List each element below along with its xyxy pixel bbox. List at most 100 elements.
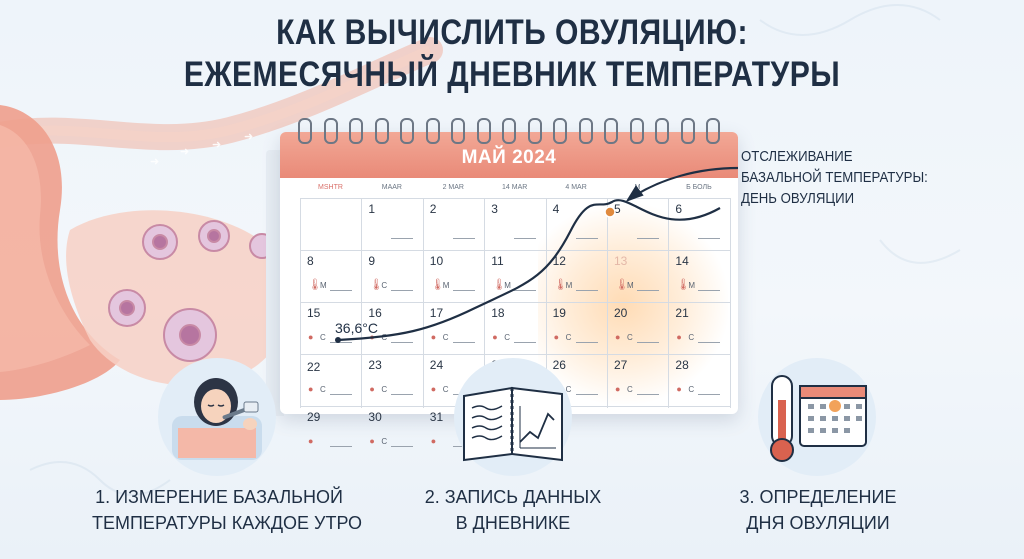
day-number: 31 (429, 410, 444, 424)
day-note-label: С (504, 333, 510, 342)
calendar-day-cell[interactable]: 11🌡М (484, 250, 545, 302)
entry-line (514, 342, 537, 343)
binding-ring (476, 118, 491, 144)
thermometer-icon: 🌡 (430, 279, 445, 291)
calendar-day-cell[interactable]: 12 🌡М (546, 250, 607, 302)
entry-line (637, 238, 659, 239)
entry-line (698, 394, 721, 395)
entry-line (637, 290, 659, 291)
weekday-label: MAAR (381, 184, 402, 191)
day-note-label: С (381, 437, 388, 446)
entry-line (698, 290, 721, 291)
calendar-day-cell[interactable]: 15●С (300, 302, 361, 354)
entry-line (391, 238, 414, 239)
calendar-day-cell[interactable]: 5 (607, 198, 668, 250)
entry-line (391, 342, 414, 343)
calendar-day-cell[interactable]: 20●С (607, 302, 668, 354)
calendar-day-cell[interactable]: 19●С (546, 302, 607, 354)
calendar-day-cell[interactable]: 8🌡М (300, 250, 361, 302)
step-3-line-2: ДНЯ ОВУЛЯЦИИ (746, 513, 890, 533)
day-number: 2 (429, 202, 437, 216)
temperature-curve (335, 199, 721, 343)
thermometer-icon: 🌡 (615, 279, 629, 291)
calendar-day-cell[interactable]: 14🌡М (668, 250, 729, 302)
calendar-day-cell[interactable]: 3 (484, 198, 545, 250)
step-1-line-1: 1. ИЗМЕРЕНИЕ БАЗАЛЬНОЙ (95, 487, 343, 507)
day-number: 17 (429, 306, 444, 320)
day-note-label: М (688, 281, 696, 290)
binding-ring (655, 118, 669, 144)
calendar-day-cell[interactable]: 18●С (484, 302, 545, 354)
entry-line (575, 238, 598, 239)
entry-line (575, 342, 598, 343)
grid-line (607, 198, 608, 408)
day-number: 23 (368, 358, 382, 372)
entry-line (637, 394, 659, 395)
day-note-label: М (565, 281, 573, 290)
day-note-label: М (627, 281, 634, 290)
day-note-label: М (442, 281, 450, 290)
day-note-label: С (320, 385, 326, 394)
day-number: 16 (368, 306, 382, 320)
day-number: 30 (368, 410, 382, 424)
day-number: 4 (552, 202, 560, 216)
day-number: 12 (552, 254, 566, 268)
day-number: 5 (614, 202, 621, 216)
entry-line (391, 394, 414, 395)
day-note-label: С (627, 333, 633, 342)
binding-ring (349, 118, 363, 144)
calendar-day-cell[interactable]: 17●С (423, 302, 484, 354)
calendar-day-cell[interactable]: 6 (668, 198, 729, 250)
binding-ring (502, 118, 516, 144)
month-label: МАЙ 2024 (461, 147, 557, 168)
day-number: 27 (614, 358, 628, 372)
entry-line (330, 394, 352, 395)
binding-ring (680, 118, 695, 144)
day-note-label: С (565, 385, 572, 394)
binding-ring (553, 118, 567, 144)
day-number: 9 (368, 254, 376, 268)
calendar-day-cell[interactable]: 28●С (668, 354, 729, 406)
day-number: 13 (614, 254, 628, 268)
drop-icon: ● (430, 332, 437, 342)
day-note-label: С (565, 333, 572, 342)
grid-line (361, 198, 363, 408)
calendar-day-cell[interactable]: 2 (423, 198, 484, 250)
calendar-day-cell[interactable]: 23●С (361, 354, 422, 406)
day-number: 24 (429, 358, 444, 372)
grid-line (545, 198, 547, 408)
day-number: 14 (675, 254, 689, 268)
step-2-line-2: В ДНЕВНИКЕ (455, 513, 571, 533)
day-note-label: С (381, 281, 388, 290)
annotation-line-3: ДЕНЬ ОВУЛЯЦИИ (741, 190, 855, 207)
calendar-day-cell[interactable]: 10🌡М (423, 250, 484, 302)
entry-line (452, 238, 475, 239)
binding-ring (425, 118, 440, 144)
step-1-caption: 1. ИЗМЕРЕНИЕ БАЗАЛЬНОЙ ТЕМПЕРАТУРЫ КАЖДО… (92, 484, 362, 536)
binding-ring (374, 118, 389, 144)
day-number: 8 (307, 254, 314, 268)
svg-text:➜: ➜ (180, 146, 189, 158)
calendar-day-cell[interactable]: 4 (546, 198, 607, 250)
thermometer-icon: 🌡 (553, 279, 568, 291)
calendar-day-cell[interactable]: 30●С (361, 406, 422, 458)
day-number: 20 (614, 306, 628, 320)
entry-line (698, 342, 721, 343)
weekday-label: MSHTR (318, 184, 343, 191)
step-3-caption: 3. ОПРЕДЕЛЕНИЕ ДНЯ ОВУЛЯЦИИ (716, 484, 920, 536)
thermometer-icon: 🌡 (369, 279, 384, 291)
grid-line (668, 198, 670, 408)
ovulation-annotation: ОТСЛЕЖИВАНИЕ БАЗАЛЬНОЙ ТЕМПЕРАТУРЫ: ДЕНЬ… (741, 146, 970, 209)
calendar-day-cell[interactable]: 9 🌡С (361, 250, 422, 302)
calendar-day-cell[interactable]: 29● (300, 406, 361, 458)
calendar-binding-rings (298, 118, 728, 146)
calendar-day-cell[interactable]: 27●С (607, 354, 668, 406)
binding-ring (604, 118, 618, 144)
calendar-day-cell[interactable]: 1 (361, 198, 422, 250)
grid-line (300, 302, 730, 303)
calendar-day-cell[interactable]: 21●С (668, 302, 729, 354)
drop-icon: ● (676, 384, 682, 394)
calendar-day-cell[interactable]: 22●С (300, 354, 361, 406)
calendar-day-cell[interactable]: 13 🌡М (607, 250, 668, 302)
drop-icon: ● (553, 332, 560, 342)
